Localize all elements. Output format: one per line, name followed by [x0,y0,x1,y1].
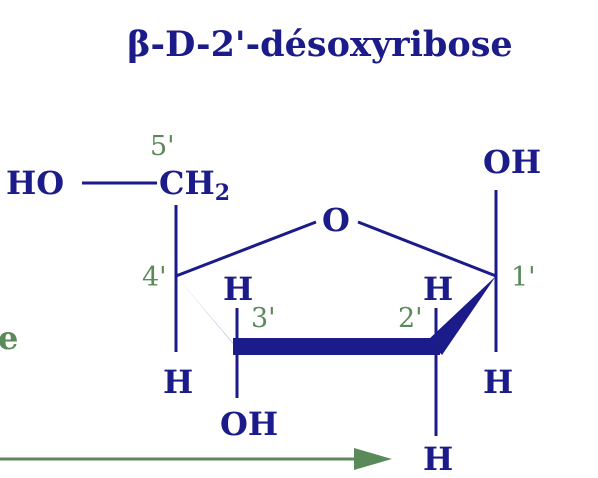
carbon-number-4: 4' [142,262,167,293]
wedge-c4-c3 [176,276,243,355]
arrow-head-icon [354,448,392,470]
carbon-number-3: 3' [251,303,276,334]
label-h-c3-up: H [223,270,254,308]
label-ring-oxygen: O [322,201,350,239]
page-title: β-D-2'-désoxyribose [127,24,513,65]
carbon-number-1: 1' [511,262,536,293]
label-ho-left: HO [6,164,65,202]
carbon-number-5: 5' [150,131,175,162]
bond-o-c1 [357,220,497,278]
label-ch: CH [159,164,215,202]
partial-label: e [0,319,19,357]
label-h-c1-down: H [483,363,514,401]
label-h-c2-down: H [423,440,454,478]
carbon-number-2: 2' [398,303,423,334]
wedge-c1-c2 [428,276,496,355]
bond-c3-c2 [233,338,440,355]
label-oh-c3: OH [220,405,279,443]
label-oh-top: OH [483,143,542,181]
bond-c4-o [175,220,317,278]
label-h-c2-up: H [423,270,454,308]
label-ch-subscript: 2 [214,180,231,206]
label-h-c4-down: H [163,363,194,401]
label-ch2: CH2 [159,167,230,204]
